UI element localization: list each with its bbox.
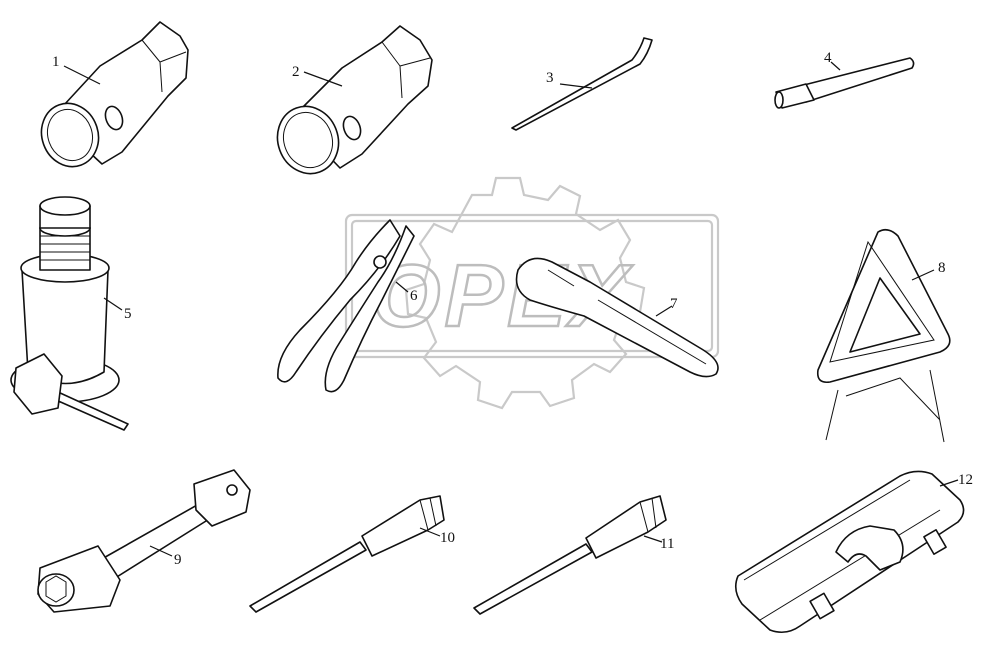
callout-3: 3 (546, 70, 554, 86)
callout-6: 6 (410, 288, 418, 304)
callout-10: 10 (440, 530, 455, 546)
part-8-warning-triangle (816, 228, 951, 443)
part-4-pin (774, 57, 915, 109)
callout-labels: 1 2 3 4 5 6 7 8 9 10 11 12 (52, 50, 973, 568)
part-10-flat-screwdriver (249, 495, 445, 613)
callout-9: 9 (174, 552, 182, 568)
callout-1: 1 (52, 54, 60, 70)
part-11-phillips-screwdriver (473, 495, 667, 615)
callout-4: 4 (824, 50, 832, 66)
part-12-tool-case (734, 470, 965, 634)
callout-12: 12 (958, 472, 973, 488)
part-7-wrench (515, 257, 719, 378)
callout-7: 7 (670, 296, 678, 312)
part-1-socket (40, 21, 189, 168)
callout-8: 8 (938, 260, 946, 276)
part-5-jack (10, 196, 129, 431)
part-2-socket (276, 25, 433, 175)
part-9-socket-extension (37, 469, 251, 613)
part-3-bar (511, 37, 653, 131)
callout-11: 11 (660, 536, 674, 552)
leader-lines (63, 61, 959, 557)
callout-2: 2 (292, 64, 300, 80)
callout-5: 5 (124, 306, 132, 322)
part-6-pliers (277, 219, 415, 393)
